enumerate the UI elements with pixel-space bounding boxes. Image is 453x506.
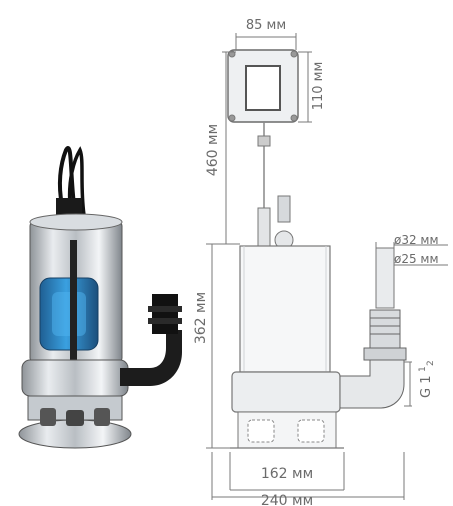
dim-diameter-32: ø32 мм — [394, 233, 439, 247]
dim-thread-label: G 1 — [419, 376, 434, 398]
dim-width-top: 85 мм — [246, 18, 286, 33]
dim-base-inner: 162 мм — [261, 466, 313, 482]
dim-thread: G 1 1 2 — [418, 360, 436, 398]
dim-thread-den: 2 — [426, 360, 436, 366]
dim-height-pump: 362 мм — [193, 292, 209, 344]
technical-drawing — [206, 33, 448, 500]
dim-diameter-25: ø25 мм — [394, 252, 439, 266]
dim-height-box: 110 мм — [311, 62, 326, 111]
outlet-elbow — [120, 330, 182, 386]
dim-height-cable: 460 мм — [205, 124, 221, 176]
dim-thread-num: 1 — [418, 366, 428, 372]
pump-photo — [18, 146, 182, 449]
motor-housing-drawing — [239, 245, 331, 373]
dim-base-total: 240 мм — [261, 493, 313, 506]
